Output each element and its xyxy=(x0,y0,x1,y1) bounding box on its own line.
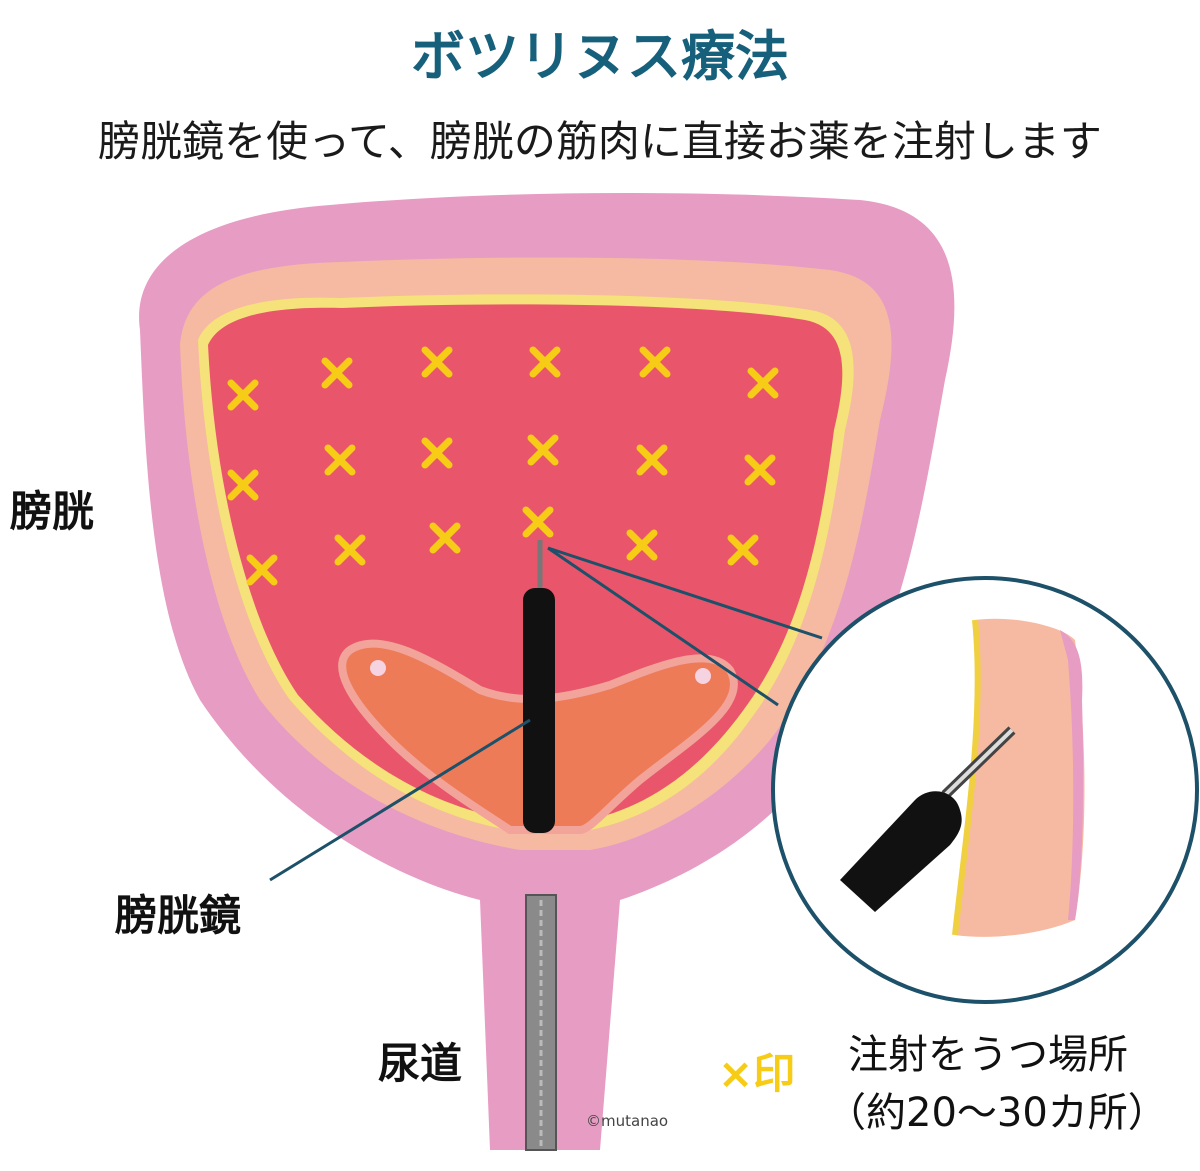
injection-mark xyxy=(727,534,759,566)
injection-mark xyxy=(421,437,453,469)
inset-bladder-wall xyxy=(955,618,1085,937)
injection-mark xyxy=(639,346,671,378)
injection-mark xyxy=(744,454,776,486)
inset-cystoscope xyxy=(840,791,962,912)
injection-mark xyxy=(227,469,259,501)
injection-mark xyxy=(429,522,461,554)
injection-mark xyxy=(324,444,356,476)
injection-mark xyxy=(227,379,259,411)
subtitle: 膀胱鏡を使って、膀胱の筋肉に直接お薬を注射します xyxy=(98,117,1102,166)
injection-mark xyxy=(529,346,561,378)
label-urethra: 尿道 xyxy=(378,1039,463,1088)
injection-mark xyxy=(421,346,453,378)
ureteral-orifice-right xyxy=(695,668,711,684)
injection-mark xyxy=(522,506,554,538)
ureteral-orifice-left xyxy=(370,660,386,676)
injection-mark xyxy=(747,367,779,399)
injection-mark xyxy=(246,554,278,586)
label-cystoscope: 膀胱鏡 xyxy=(115,891,242,940)
label-bladder: 膀胱 xyxy=(10,487,95,536)
injection-mark xyxy=(636,444,668,476)
injection-mark xyxy=(527,434,559,466)
cystoscope-leader xyxy=(269,718,531,882)
legend-mark: ×印 xyxy=(718,1049,796,1098)
injection-mark xyxy=(626,529,658,561)
zoom-line-bottom xyxy=(547,546,779,707)
legend-text-1: 注射をうつ場所 xyxy=(848,1032,1128,1078)
injection-mark xyxy=(321,357,353,389)
zoom-line-top xyxy=(547,546,823,640)
legend-text-2: （約20～30カ所） xyxy=(826,1090,1168,1136)
page-title: ボツリヌス療法 xyxy=(411,25,789,88)
credit: ©mutanao xyxy=(586,1112,669,1130)
cystoscope xyxy=(523,588,555,833)
injection-marks xyxy=(227,346,779,586)
injection-mark xyxy=(334,534,366,566)
